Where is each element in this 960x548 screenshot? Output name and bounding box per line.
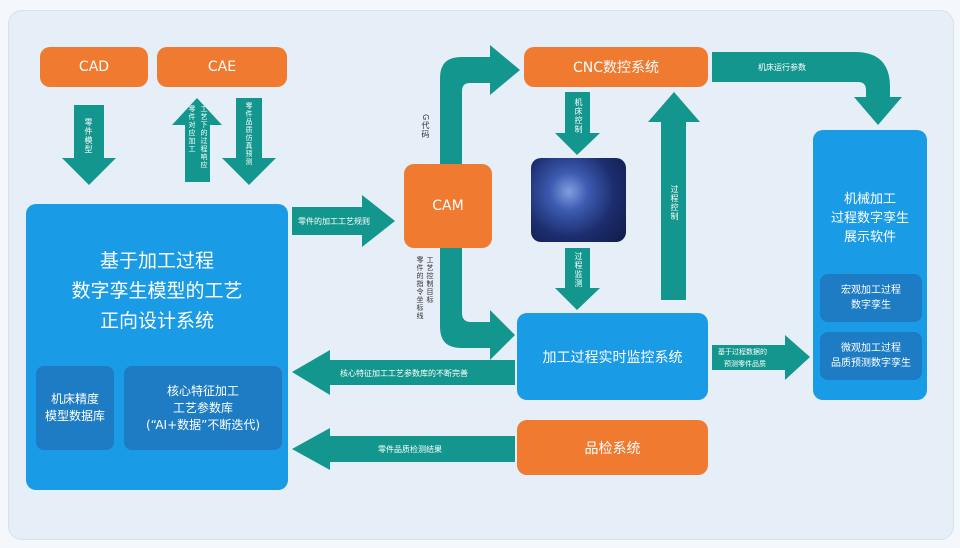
label-param-improve: 核心特征加工工艺参数库的不断完善 [340, 369, 468, 378]
arrow-cad-down [62, 105, 116, 185]
inspect-node: 品检系统 [517, 420, 708, 475]
macro-twin: 宏观加工过程 数字孪生 [820, 274, 922, 322]
arrow-process-control [648, 92, 700, 300]
label-cam-down-1: 工艺控制目标 [426, 256, 434, 304]
cam-node: CAM [404, 164, 492, 248]
label: 工艺参数库 [172, 400, 233, 415]
left-main-title: 基于加工过程 数字孪生模型的工艺 正向设计系统 [26, 246, 288, 336]
machining-image [531, 158, 626, 242]
arrow-inspect-result [292, 428, 515, 470]
label-machine-params: 机床运行参数 [758, 63, 806, 72]
label-cae-up-1: 工艺下的过程响应 [200, 105, 208, 169]
title-line: 展示软件 [843, 230, 896, 245]
label-process-control: 过程控制 [670, 185, 679, 221]
label-predict-1: 基于过程数据的 [718, 348, 767, 356]
cnc-node: CNC数控系统 [524, 47, 708, 87]
arrow-machine-params [712, 52, 902, 125]
arrow-process-monitor [555, 248, 600, 310]
label-cae-up-2: 零件对应加工 [188, 105, 196, 153]
arrow-cam-down [440, 248, 515, 360]
micro-twin: 微观加工过程 品质预测数字孪生 [820, 332, 922, 380]
label: 微观加工过程 [841, 343, 901, 354]
title-line: 过程数字孪生 [830, 211, 909, 226]
label-to-cam: 零件的加工工艺规则 [298, 217, 370, 226]
label: 机床精度 [50, 392, 99, 406]
arrow-param-improve [292, 350, 515, 395]
arrow-cae-up [172, 98, 222, 182]
title-line: 基于加工过程 [99, 250, 214, 272]
left-main-node: 基于加工过程 数字孪生模型的工艺 正向设计系统 机床精度 模型数据库 核心特征加… [26, 204, 288, 490]
cae-node: CAE [157, 47, 287, 87]
right-main-title: 机械加工 过程数字孪生 展示软件 [813, 190, 927, 247]
label-inspect-result: 零件品质检测结果 [378, 445, 442, 454]
label-cae-down: 零件品质仿真预测 [245, 102, 253, 166]
arrow-predict [712, 335, 810, 380]
arrow-machine-control [555, 92, 600, 155]
right-main-node: 机械加工 过程数字孪生 展示软件 宏观加工过程 数字孪生 微观加工过程 品质预测… [813, 130, 927, 400]
label: 模型数据库 [44, 409, 105, 423]
label-g-code: G代码 [421, 114, 430, 140]
title-line: 数字孪生模型的工艺 [71, 280, 243, 302]
label-cad-down: 零件模型 [84, 118, 93, 154]
machine-accuracy-db: 机床精度 模型数据库 [36, 366, 114, 450]
label: (“AI+数据”不断迭代) [145, 417, 261, 432]
arrow-g-code [440, 45, 520, 164]
label: 宏观加工过程 [841, 285, 901, 296]
label: 数字孪生 [851, 300, 891, 311]
title-line: 正向设计系统 [99, 310, 214, 332]
label-predict-2: 预测零件品质 [724, 360, 766, 368]
arrow-to-cam [292, 195, 395, 247]
label-machine-control: 机床控制 [574, 98, 583, 134]
title-line: 机械加工 [843, 192, 896, 207]
cad-node: CAD [40, 47, 148, 87]
label-process-monitor: 过程监测 [574, 252, 583, 288]
arrow-cae-down [222, 98, 276, 185]
label: 核心特征加工 [166, 383, 239, 398]
process-param-db: 核心特征加工 工艺参数库 (“AI+数据”不断迭代) [124, 366, 282, 450]
label-cam-down-2: 零件的指令坐标线 [416, 256, 424, 320]
label: 品质预测数字孪生 [831, 358, 911, 369]
monitor-node: 加工过程实时监控系统 [517, 313, 708, 400]
